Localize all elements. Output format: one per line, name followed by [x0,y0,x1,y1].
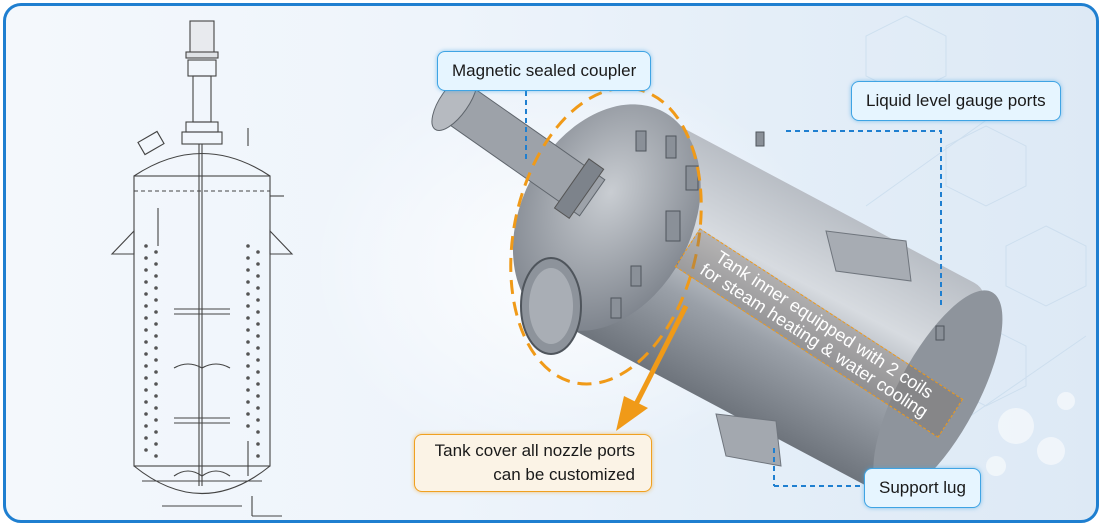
nozzle-ports-label-line1: Tank cover all nozzle ports [434,441,635,460]
support-lug-label: Support lug [879,478,966,497]
support-lug-callout: Support lug [864,468,981,508]
nozzle-ports-callout: Tank cover all nozzle ports can be custo… [414,434,652,492]
magnetic-coupler-callout: Magnetic sealed coupler [437,51,652,91]
nozzle-ports-label-line2: can be customized [493,465,635,484]
reactor-vessel-icon [431,71,1003,497]
liquid-level-label: Liquid level gauge ports [866,91,1046,110]
liquid-level-callout: Liquid level gauge ports [851,81,1061,121]
diagram-frame: Tank inner equipped with 2 coils for ste… [3,3,1099,523]
magnetic-coupler-label: Magnetic sealed coupler [452,61,637,80]
technical-drawing-icon [110,20,294,517]
